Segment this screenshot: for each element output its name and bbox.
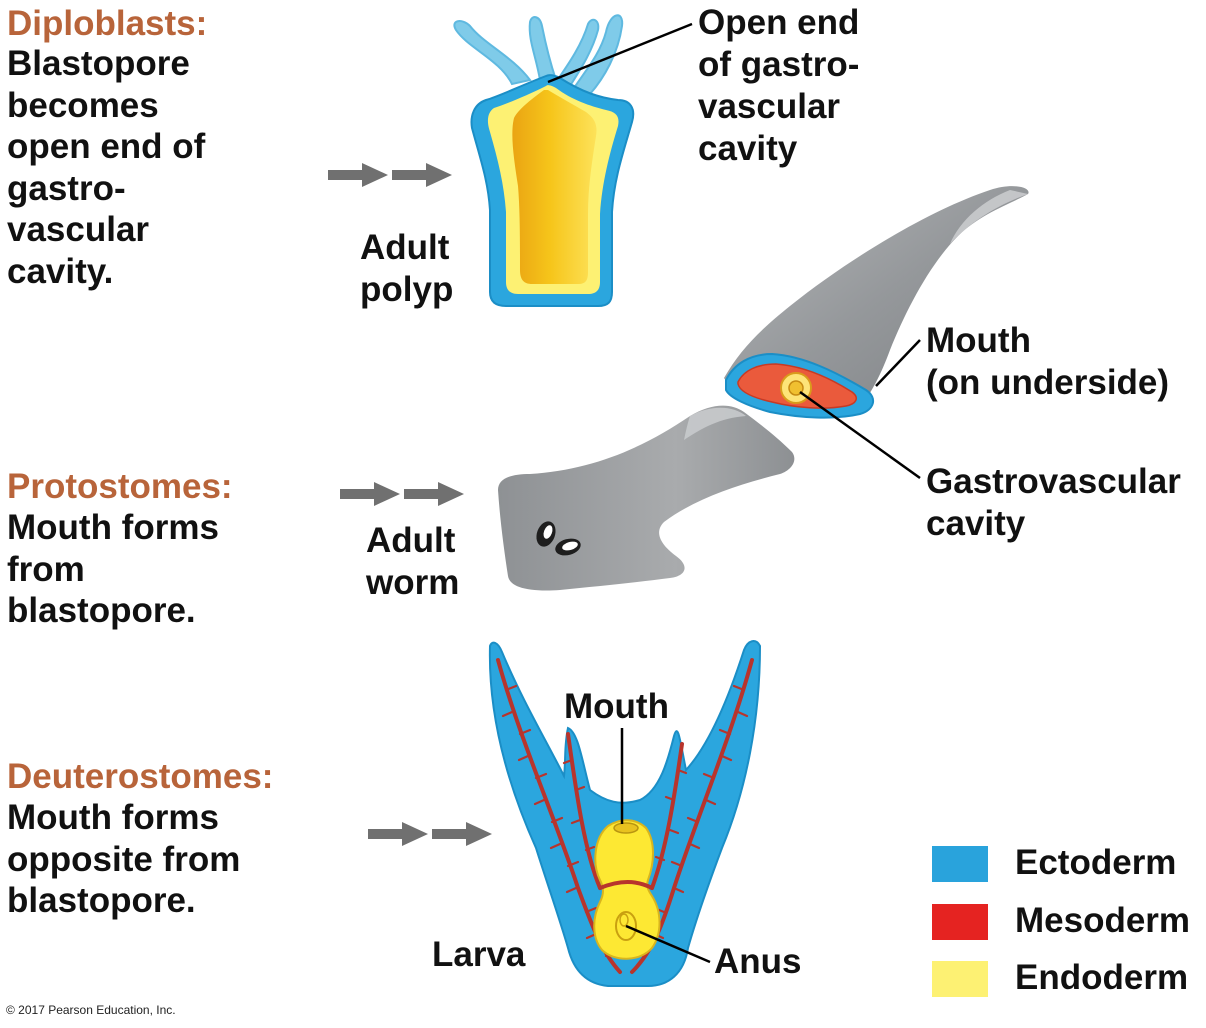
arrows-deuterostome [368, 822, 492, 846]
description-line: Blastopore [7, 44, 190, 83]
description-line: from [7, 549, 85, 589]
section-description: Mouth forms opposite from blastopore. [7, 797, 240, 922]
polyp-tentacle [554, 18, 600, 88]
larva-ectoderm [488, 640, 762, 987]
polyp-cavity [512, 90, 597, 284]
anus-leader-line [625, 924, 711, 964]
section-heading: Deuterostomes: [7, 757, 274, 796]
description-line: becomes [7, 85, 159, 125]
legend-label: Endoderm [1015, 958, 1189, 997]
legend-swatch [932, 961, 988, 997]
polyp-tentacle [572, 14, 624, 96]
larva-illustration [488, 640, 762, 987]
description-line: cavity. [7, 251, 114, 291]
description-line: gastro- [7, 168, 126, 208]
legend-label: Ectoderm [1015, 843, 1177, 882]
description-line: vascular [7, 210, 150, 249]
section-heading: Diploblasts: [7, 4, 208, 43]
description-line: opposite from [7, 839, 241, 879]
legend-swatch [932, 904, 988, 940]
label-open-end: Open end of gastro- vascular cavity [698, 3, 860, 168]
section-description: Blastopore becomes open end of gastro- v… [7, 43, 205, 292]
label-worm-mouth: Mouth (on underside) [926, 321, 1170, 402]
description-line: open end of [7, 127, 206, 166]
polyp-illustration [453, 14, 635, 307]
arrows-diploblast [328, 163, 452, 187]
worm-mouth-leader-line [875, 339, 921, 387]
worm-illustration [498, 186, 1029, 591]
label-anus: Anus [714, 942, 802, 981]
label-larva-mouth: Mouth [564, 687, 669, 726]
legend-label: Mesoderm [1015, 901, 1191, 940]
label-gastrovascular-cavity: Gastrovascular cavity [926, 462, 1181, 543]
worm-head-section [498, 405, 795, 591]
polyp-tentacle [528, 16, 558, 81]
polyp-tentacle [453, 20, 532, 86]
description-line: blastopore. [7, 881, 196, 920]
label-adult-polyp: Adult polyp [360, 228, 454, 309]
label-larva: Larva [432, 935, 526, 974]
description-line: blastopore. [7, 591, 196, 630]
gastrovascular-leader-line [799, 390, 921, 480]
section-heading: Protostomes: [7, 467, 233, 506]
legend-swatch [932, 846, 988, 882]
open-end-leader-line [547, 22, 693, 84]
copyright-notice: © 2017 Pearson Education, Inc. [6, 1003, 176, 1017]
description-line: Mouth forms [7, 798, 219, 837]
worm-rear-section [724, 186, 1029, 414]
label-adult-worm: Adult worm [366, 521, 460, 602]
description-line: Mouth forms [7, 508, 219, 547]
section-description: Mouth forms from blastopore. [7, 507, 219, 632]
arrows-protostome [340, 482, 464, 506]
